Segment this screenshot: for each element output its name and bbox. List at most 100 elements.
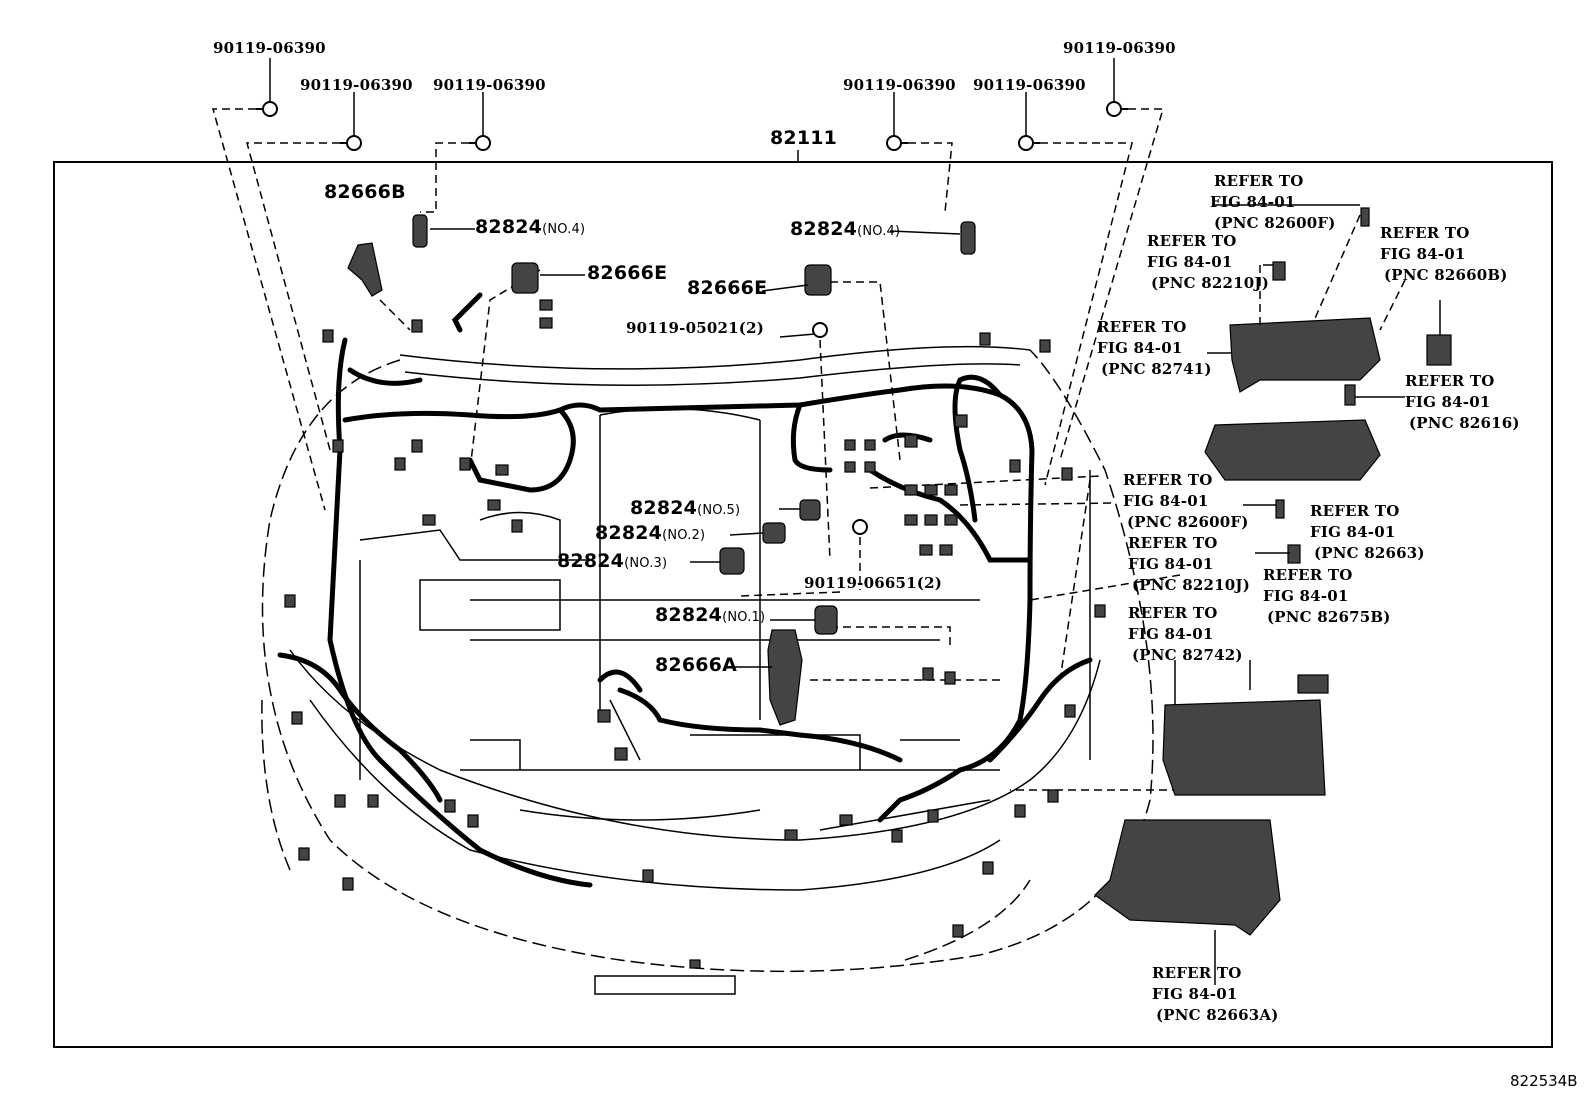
part-number: 82824 <box>630 497 698 519</box>
part-label-82824-no4-right: 82824(NO.4) <box>790 218 900 240</box>
part-sub: (NO.1) <box>722 610 766 625</box>
part-number: 82824 <box>655 604 723 626</box>
bolt-leaders <box>269 58 1115 136</box>
part-label-82666B: 82666B <box>324 181 406 203</box>
refer-82663A: REFER TO FIG 84-01 (PNC 82663A) <box>1152 963 1279 1026</box>
connector-82600F-b <box>1275 499 1285 519</box>
label-leaders <box>430 204 1441 985</box>
refer-pnc: (PNC 82660B) <box>1384 266 1508 284</box>
part-label-82824-no2: 82824(NO.2) <box>595 522 706 544</box>
part-82666A <box>767 629 803 726</box>
refer-pnc: (PNC 82616) <box>1409 414 1520 432</box>
refer-pnc: (PNC 82741) <box>1101 360 1212 378</box>
refer-pnc: (PNC 82663) <box>1314 544 1425 562</box>
refer-pnc: (PNC 82600F) <box>1214 214 1336 232</box>
refer-line: REFER TO <box>1097 318 1187 336</box>
refer-fig: FIG 84-01 <box>1147 253 1233 271</box>
wire-harness <box>277 292 1093 888</box>
refer-82600F-top: REFER TO FIG 84-01 (PNC 82600F) <box>1210 171 1336 234</box>
main-part-label: 82111 <box>770 127 838 149</box>
refer-82210J-mid: REFER TO FIG 84-01 (PNC 82210J) <box>1128 533 1250 596</box>
figure-number: 822534B <box>1510 1072 1578 1090</box>
part-82824-no5 <box>799 499 821 521</box>
part-sub: (NO.3) <box>624 556 668 571</box>
refer-82616: REFER TO FIG 84-01 (PNC 82616) <box>1405 371 1520 434</box>
connector-82675B <box>1297 674 1329 694</box>
refer-82660B: REFER TO FIG 84-01 (PNC 82660B) <box>1380 223 1508 286</box>
part-number: 82824 <box>557 550 625 572</box>
refer-82663: REFER TO FIG 84-01 (PNC 82663) <box>1310 501 1425 564</box>
part-number: 82824 <box>595 522 663 544</box>
part-sub: (NO.2) <box>662 528 706 543</box>
refer-fig: FIG 84-01 <box>1123 492 1209 510</box>
part-label-82824-no3: 82824(NO.3) <box>557 550 668 572</box>
refer-82742: REFER TO FIG 84-01 (PNC 82742) <box>1128 603 1243 666</box>
refer-fig: FIG 84-01 <box>1128 555 1214 573</box>
part-82824-no1 <box>814 605 838 635</box>
refer-fig: FIG 84-01 <box>1210 193 1296 211</box>
car-body-outline <box>261 349 1154 973</box>
part-sub: (NO.4) <box>542 222 586 237</box>
refer-fig: FIG 84-01 <box>1405 393 1491 411</box>
part-82824-no4-left <box>412 214 428 248</box>
refer-line: REFER TO <box>1405 372 1495 390</box>
bolt-label-3: 90119-06390 <box>433 76 546 94</box>
refer-pnc: (PNC 82210J) <box>1132 576 1251 594</box>
refer-line: REFER TO <box>1128 604 1218 622</box>
part-number: 82824 <box>790 218 858 240</box>
refer-fig: FIG 84-01 <box>1128 625 1214 643</box>
connector-82210J <box>1272 261 1286 281</box>
junction-block-82663A <box>1094 819 1281 936</box>
part-82824-no3 <box>719 547 745 575</box>
refer-fig: FIG 84-01 <box>1097 339 1183 357</box>
part-sub: (NO.5) <box>697 503 741 518</box>
bolt-icons <box>256 101 1128 535</box>
refer-line: REFER TO <box>1128 534 1218 552</box>
bolt-label-7: 90119-05021(2) <box>626 319 765 337</box>
part-82824-no4-right <box>960 221 976 255</box>
refer-pnc: (PNC 82663A) <box>1156 1006 1279 1024</box>
refer-82600F-mid: REFER TO FIG 84-01 (PNC 82600F) <box>1123 470 1249 533</box>
part-82666E-center <box>804 264 832 296</box>
refer-line: REFER TO <box>1214 172 1304 190</box>
bolt-label-2: 90119-06390 <box>300 76 413 94</box>
refer-pnc: (PNC 82600F) <box>1127 513 1249 531</box>
relay-block-82616 <box>1204 419 1381 481</box>
part-label-82666A: 82666A <box>655 654 738 676</box>
refer-line: REFER TO <box>1263 566 1353 584</box>
connector-82600F <box>1360 207 1370 227</box>
part-82666E-left <box>511 262 539 294</box>
parts-frame <box>53 161 1553 1048</box>
refer-pnc: (PNC 82210J) <box>1151 274 1270 292</box>
junction-block-82742 <box>1162 699 1326 796</box>
connector-82660B <box>1426 334 1452 366</box>
connector-82210J-b <box>1287 544 1301 564</box>
part-82666B <box>347 242 383 297</box>
refer-line: REFER TO <box>1147 232 1237 250</box>
part-label-82824-no1: 82824(NO.1) <box>655 604 766 626</box>
refer-line: REFER TO <box>1152 964 1242 982</box>
bolt-label-8: 90119-06651(2) <box>804 574 943 592</box>
refer-82741: REFER TO FIG 84-01 (PNC 82741) <box>1097 317 1212 380</box>
refer-fig: FIG 84-01 <box>1310 523 1396 541</box>
refer-82210J-top: REFER TO FIG 84-01 (PNC 82210J) <box>1147 231 1269 294</box>
part-label-82824-no5: 82824(NO.5) <box>630 497 741 519</box>
refer-fig: FIG 84-01 <box>1380 245 1466 263</box>
refer-fig: FIG 84-01 <box>1263 587 1349 605</box>
bolt-label-4: 90119-06390 <box>843 76 956 94</box>
refer-pnc: (PNC 82742) <box>1132 646 1243 664</box>
connector-82616 <box>1344 384 1356 406</box>
refer-82675B: REFER TO FIG 84-01 (PNC 82675B) <box>1263 565 1391 628</box>
refer-line: REFER TO <box>1123 471 1213 489</box>
part-label-82666E-center: 82666E <box>687 277 768 299</box>
refer-line: REFER TO <box>1380 224 1470 242</box>
part-82824-no2 <box>762 522 786 544</box>
components <box>284 207 1452 969</box>
part-number: 82824 <box>475 216 543 238</box>
refer-line: REFER TO <box>1310 502 1400 520</box>
part-label-82824-no4-left: 82824(NO.4) <box>475 216 586 238</box>
refer-fig: FIG 84-01 <box>1152 985 1238 1003</box>
bolt-label-5: 90119-06390 <box>973 76 1086 94</box>
refer-pnc: (PNC 82675B) <box>1267 608 1391 626</box>
